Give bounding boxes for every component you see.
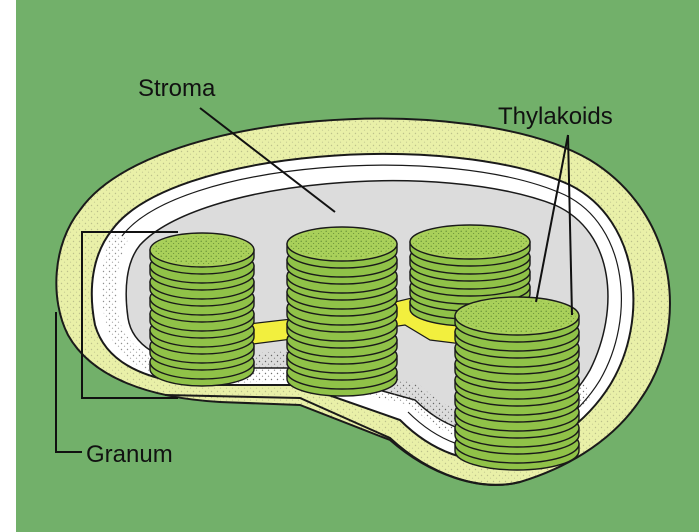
- thylakoid-disc: [410, 225, 530, 266]
- granum-front-right: [455, 297, 579, 470]
- thylakoids-label: Thylakoids: [498, 103, 613, 130]
- granum-middle: [287, 227, 397, 396]
- thylakoid-disc: [287, 227, 397, 268]
- granum-left: [150, 233, 254, 386]
- thylakoid-disc: [150, 233, 254, 274]
- stroma-label: Stroma: [138, 75, 216, 102]
- granum-label: Granum: [86, 441, 173, 468]
- thylakoid-disc: [455, 297, 579, 342]
